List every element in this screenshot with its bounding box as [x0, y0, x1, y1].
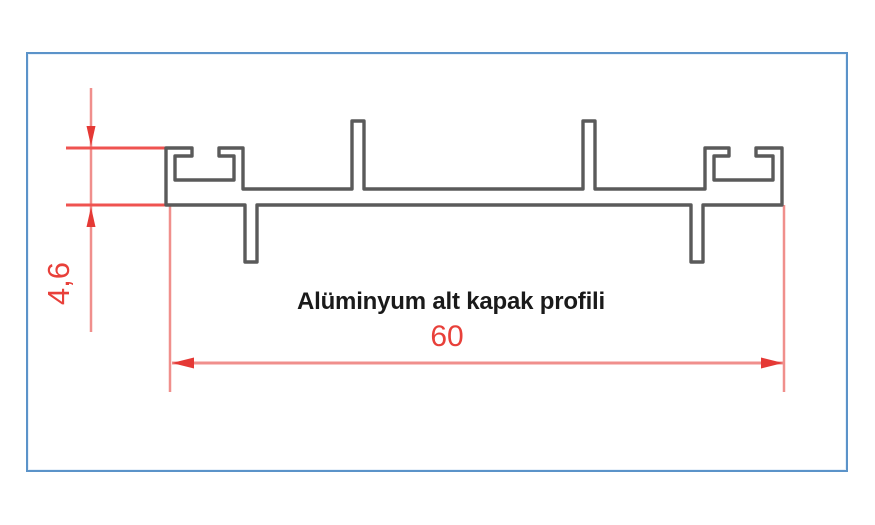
- profile-caption-label: Alüminyum alt kapak profili: [297, 288, 605, 315]
- height-dimension-value: 4,6: [41, 262, 76, 306]
- width-dimension-value: 60: [430, 320, 464, 353]
- drawing-frame-panel: [26, 52, 848, 472]
